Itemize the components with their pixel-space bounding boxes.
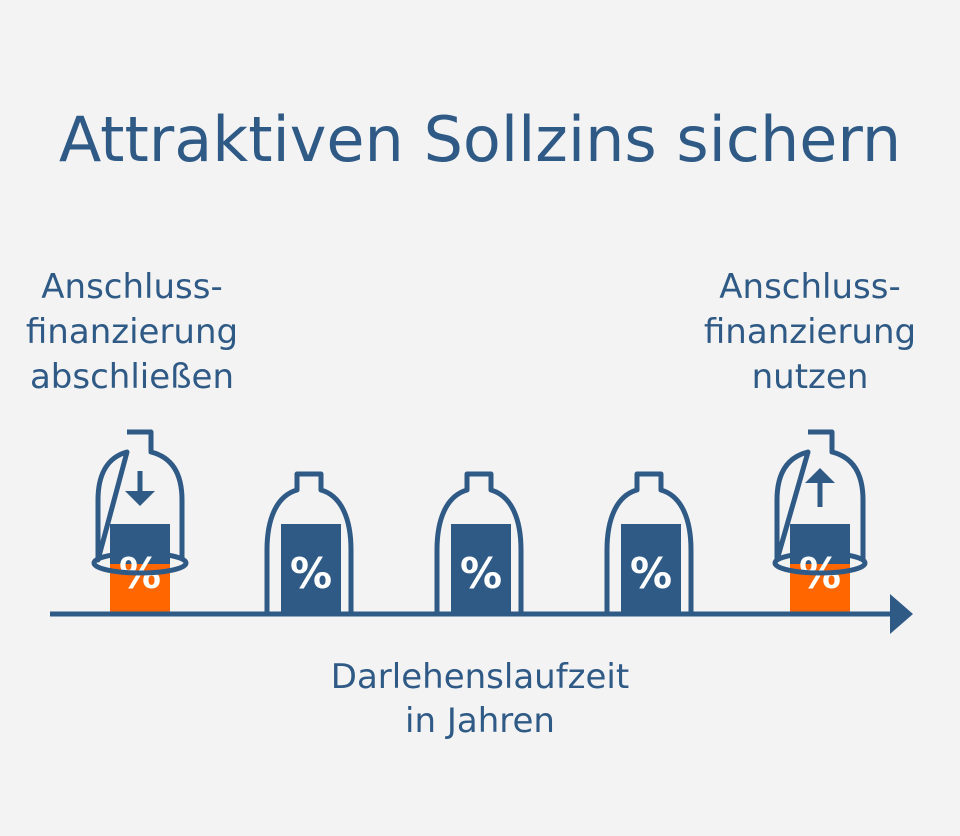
bell-jar-icon	[264, 471, 354, 612]
right-label-line-3: nutzen	[751, 357, 869, 397]
percent-label: %	[460, 549, 502, 598]
left-label-line-1: Anschluss-	[41, 267, 223, 307]
bell-rim	[772, 550, 868, 576]
percent-box	[621, 524, 681, 612]
bell-end: %	[772, 429, 868, 612]
left-label-line-3: abschließen	[29, 357, 235, 397]
percent-label: %	[290, 549, 332, 598]
percent-box	[281, 524, 341, 612]
left-label: Anschluss- finanzierung abschließen	[0, 265, 272, 400]
arrow-down-icon	[125, 471, 155, 506]
bell-start: %	[91, 429, 189, 612]
bell-regular: %	[604, 471, 694, 612]
bell-jar-icon	[434, 471, 524, 612]
bell-jar-icon	[95, 429, 185, 563]
bell-regular: %	[264, 471, 354, 612]
timeline-axis	[50, 594, 913, 634]
bell-rim	[91, 550, 189, 576]
bell-regular: %	[434, 471, 524, 612]
axis-label: Darlehenslaufzeit in Jahren	[0, 655, 960, 743]
percent-box	[451, 524, 511, 612]
page-title: Attraktiven Sollzins sichern	[58, 103, 902, 176]
right-label: Anschluss- finanzierung nutzen	[670, 265, 950, 400]
percent-box-blue	[110, 524, 170, 564]
axis-label-line-1: Darlehenslaufzeit	[330, 657, 630, 697]
arrow-right-icon	[890, 594, 913, 634]
arrow-up-icon	[805, 468, 835, 507]
bell-jar-icon	[774, 429, 866, 563]
bell-jar-icon	[604, 471, 694, 612]
left-label-line-2: finanzierung	[25, 312, 239, 352]
percent-label: %	[630, 549, 672, 598]
percent-box-blue	[790, 524, 850, 564]
right-label-line-2: finanzierung	[703, 312, 917, 352]
right-label-line-1: Anschluss-	[719, 267, 901, 307]
axis-label-line-2: in Jahren	[405, 701, 555, 741]
